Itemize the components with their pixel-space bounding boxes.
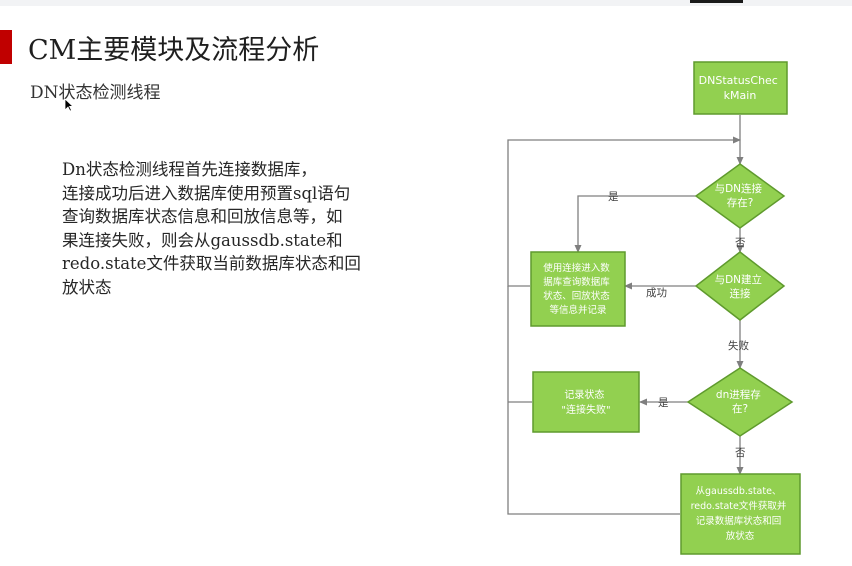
- loop-connector: [507, 136, 741, 287]
- start-box: [693, 61, 788, 115]
- edge-label-no: 否: [735, 237, 746, 249]
- body-line: 查询数据库状态信息和回放信息等，如: [62, 207, 343, 226]
- top-strip: [0, 0, 852, 6]
- body-line: redo.state文件获取当前数据库状态和回: [62, 254, 361, 273]
- decision-connection-exists: [694, 163, 786, 229]
- record-failure-label: 记录状态 "连接失败": [561, 388, 610, 416]
- start-label: DNStatusChec kMain: [699, 74, 782, 102]
- edge-label-no-2: 否: [735, 447, 746, 459]
- edge-label-success: 成功: [646, 287, 667, 299]
- decision-establish-connection-label: 与DN建立 连接: [715, 273, 766, 300]
- top-tab-indicator: [690, 0, 743, 3]
- loop-connector: [507, 286, 680, 515]
- read-state-files-label: 从gaussdb.state、 redo.state文件获取并 记录数据库状态和…: [691, 486, 790, 542]
- mouse-pointer-icon: [64, 98, 74, 112]
- body-line: Dn状态检测线程首先连接数据库，: [62, 160, 317, 179]
- edge-label-fail: 失败: [728, 339, 749, 352]
- body-paragraph: Dn状态检测线程首先连接数据库， 连接成功后进入数据库使用预置sql语句 查询数…: [62, 158, 442, 299]
- title-accent-bar: [0, 30, 12, 64]
- slide-subtitle: DN状态检测线程: [30, 83, 161, 103]
- record-failure-box: [532, 371, 640, 433]
- query-status-box: [530, 251, 626, 327]
- body-line: 放状态: [62, 277, 112, 297]
- body-line: 连接成功后进入数据库使用预置sql语句: [62, 183, 351, 203]
- edge-label-yes-2: 是: [658, 397, 669, 409]
- decision-process-exists: [686, 367, 794, 437]
- body-line: 果连接失败，则会从gaussdb.state和: [62, 230, 343, 250]
- edge-label-yes: 是: [608, 191, 619, 203]
- connector: [574, 195, 697, 253]
- query-status-label: 使用连接进入数 据库查询数据库 状态、回放状态 等信息并记录: [543, 262, 613, 316]
- read-state-files-box: [680, 473, 801, 555]
- decision-connection-exists-label: 与DN连接 存在?: [715, 182, 766, 209]
- slide-title: CM主要模块及流程分析: [28, 35, 320, 66]
- decision-process-exists-label: dn进程存 在?: [716, 388, 764, 415]
- decision-establish-connection: [694, 251, 786, 321]
